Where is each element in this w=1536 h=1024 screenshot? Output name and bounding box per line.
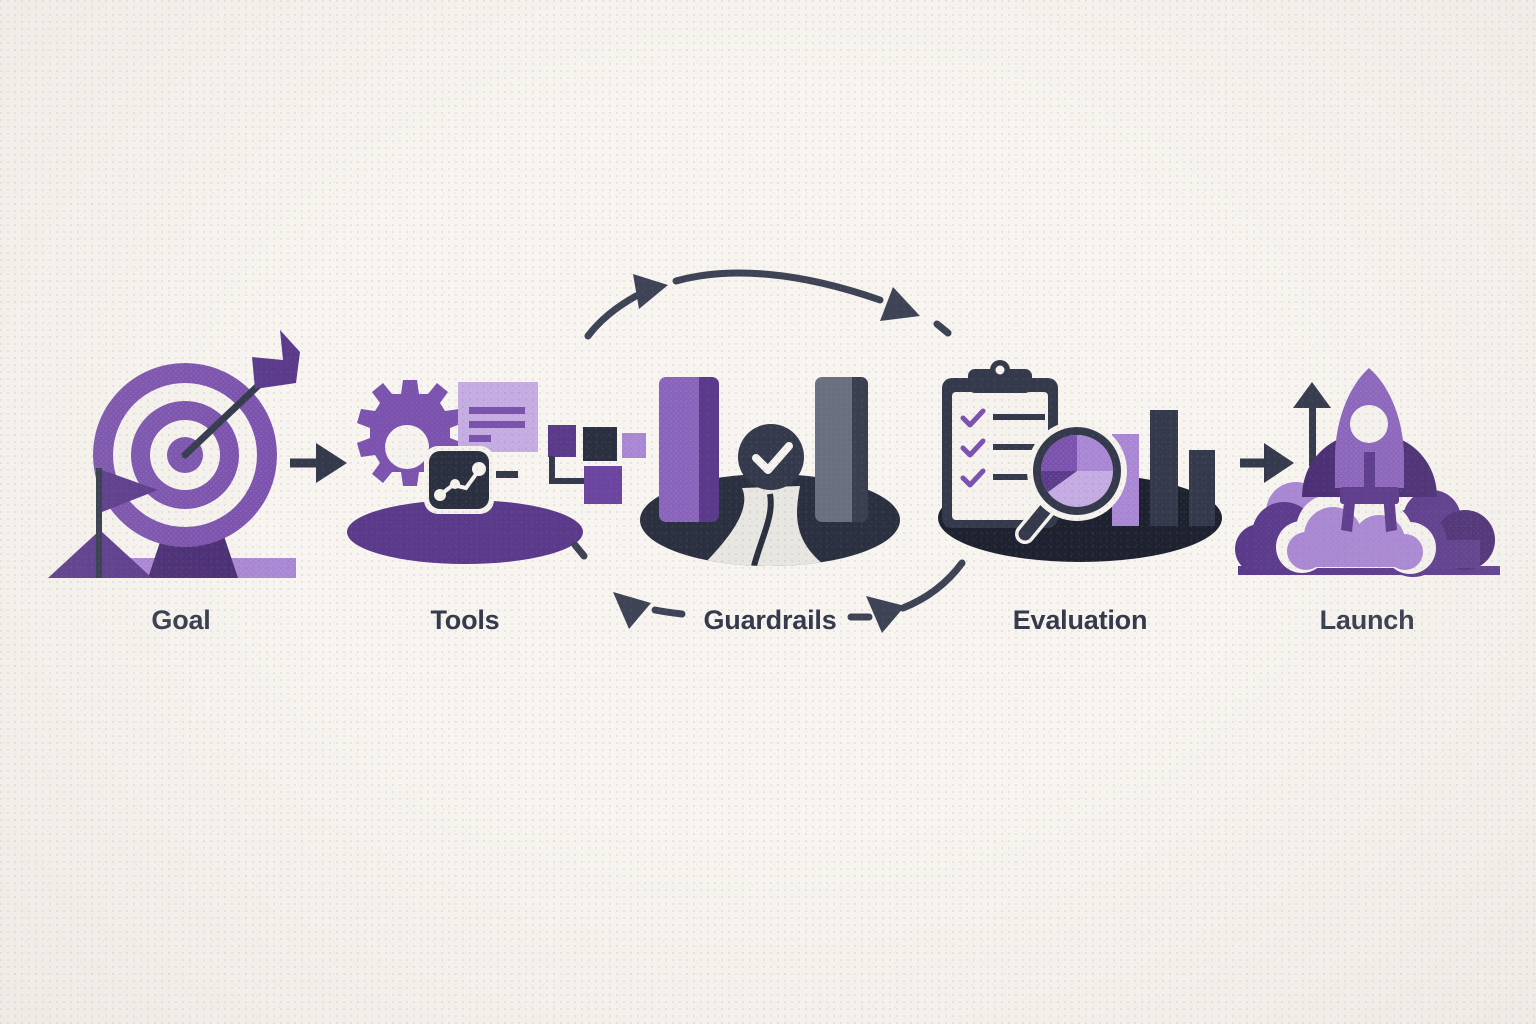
step-label-evaluation: Evaluation (1012, 605, 1148, 635)
step-label-launch: Launch (1319, 605, 1415, 635)
feedback-loop-top-arrowheads (633, 274, 920, 321)
clipboard-icon (942, 360, 1058, 528)
icon-guardrails (640, 377, 900, 566)
icon-evaluation (938, 360, 1222, 562)
icon-goal-target-arrow (48, 330, 300, 578)
check-badge-icon (738, 424, 804, 490)
bar-chart (1112, 410, 1215, 526)
step-label-guardrails: Guardrails (703, 605, 837, 635)
smoke-clouds (1235, 482, 1495, 577)
feedback-loop-bottom-arrowheads (613, 592, 905, 633)
pillar-dark (815, 377, 868, 522)
connector-arrow-goal-to-tools (290, 443, 347, 483)
pillar-purple (659, 377, 719, 522)
feedback-loop-top-arc (584, 269, 952, 340)
icon-launch (1235, 368, 1500, 577)
feedback-loop-bottom-arc (571, 541, 966, 621)
step-label-goal: Goal (151, 605, 211, 635)
icon-tools (347, 380, 646, 564)
step-label-tools: Tools (430, 605, 500, 635)
up-arrow-icon (1293, 382, 1331, 466)
metrics-card-icon (424, 446, 494, 514)
connector-arrow-evaluation-to-launch (1240, 443, 1294, 483)
magnifier-pie-icon (1015, 421, 1127, 544)
